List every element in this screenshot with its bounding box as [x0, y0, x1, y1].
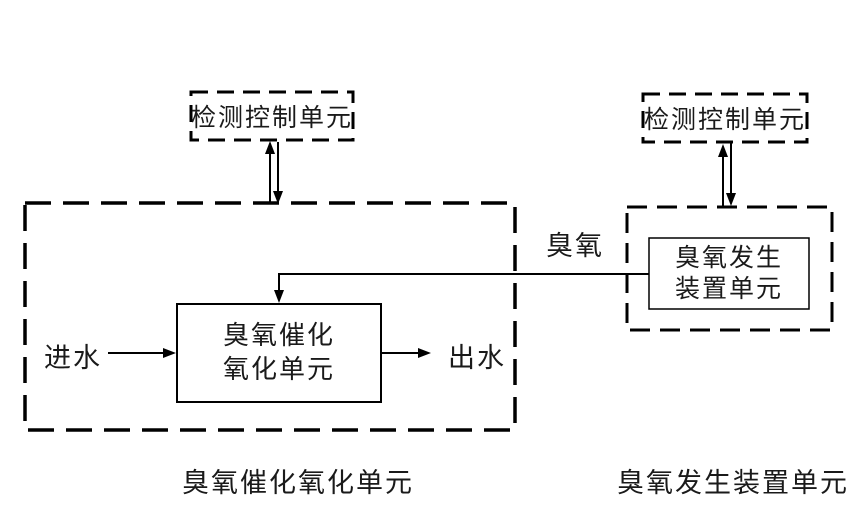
- arrowhead-right-icon: [418, 348, 431, 358]
- inlet-arrow: [108, 348, 176, 358]
- control-right-bidirectional-arrow: [718, 143, 736, 207]
- control-unit-right-label: 检测控制单元: [643, 107, 806, 134]
- inlet-label: 进水: [44, 342, 102, 373]
- outlet-arrow: [382, 348, 431, 358]
- arrowhead-right-icon: [163, 348, 176, 358]
- generator-unit-caption: 臭氧发生装置单元: [617, 467, 849, 498]
- ozone-label: 臭氧: [546, 230, 604, 261]
- oxidation-inner-box: [176, 303, 382, 403]
- generator-inner-label-line2: 装置单元: [674, 275, 783, 303]
- generator-inner-label: 臭氧发生 装置单元: [649, 238, 809, 309]
- arrowhead-up-icon: [718, 144, 728, 157]
- arrowhead-down-icon: [273, 191, 283, 204]
- generator-inner-label-line1: 臭氧发生: [674, 244, 783, 272]
- arrowhead-up-icon: [265, 141, 275, 154]
- outlet-label: 出水: [448, 342, 506, 373]
- ozone-feed-line: [274, 273, 649, 303]
- oxidation-inner-label-line1: 臭氧催化: [222, 321, 335, 350]
- control-left-bidirectional-arrow: [265, 141, 283, 204]
- control-unit-left-box: [189, 90, 355, 142]
- control-unit-left-label: 检测控制单元: [191, 105, 354, 132]
- generator-unit-boundary-box: [625, 205, 834, 332]
- arrowhead-down-icon: [726, 193, 736, 206]
- arrowhead-down-icon: [274, 290, 284, 303]
- control-unit-right-box: [641, 92, 809, 144]
- oxidation-unit-caption: 臭氧催化氧化单元: [182, 467, 414, 498]
- oxidation-inner-label-line2: 氧化单元: [222, 355, 335, 384]
- oxidation-inner-label: 臭氧催化 氧化单元: [177, 304, 381, 402]
